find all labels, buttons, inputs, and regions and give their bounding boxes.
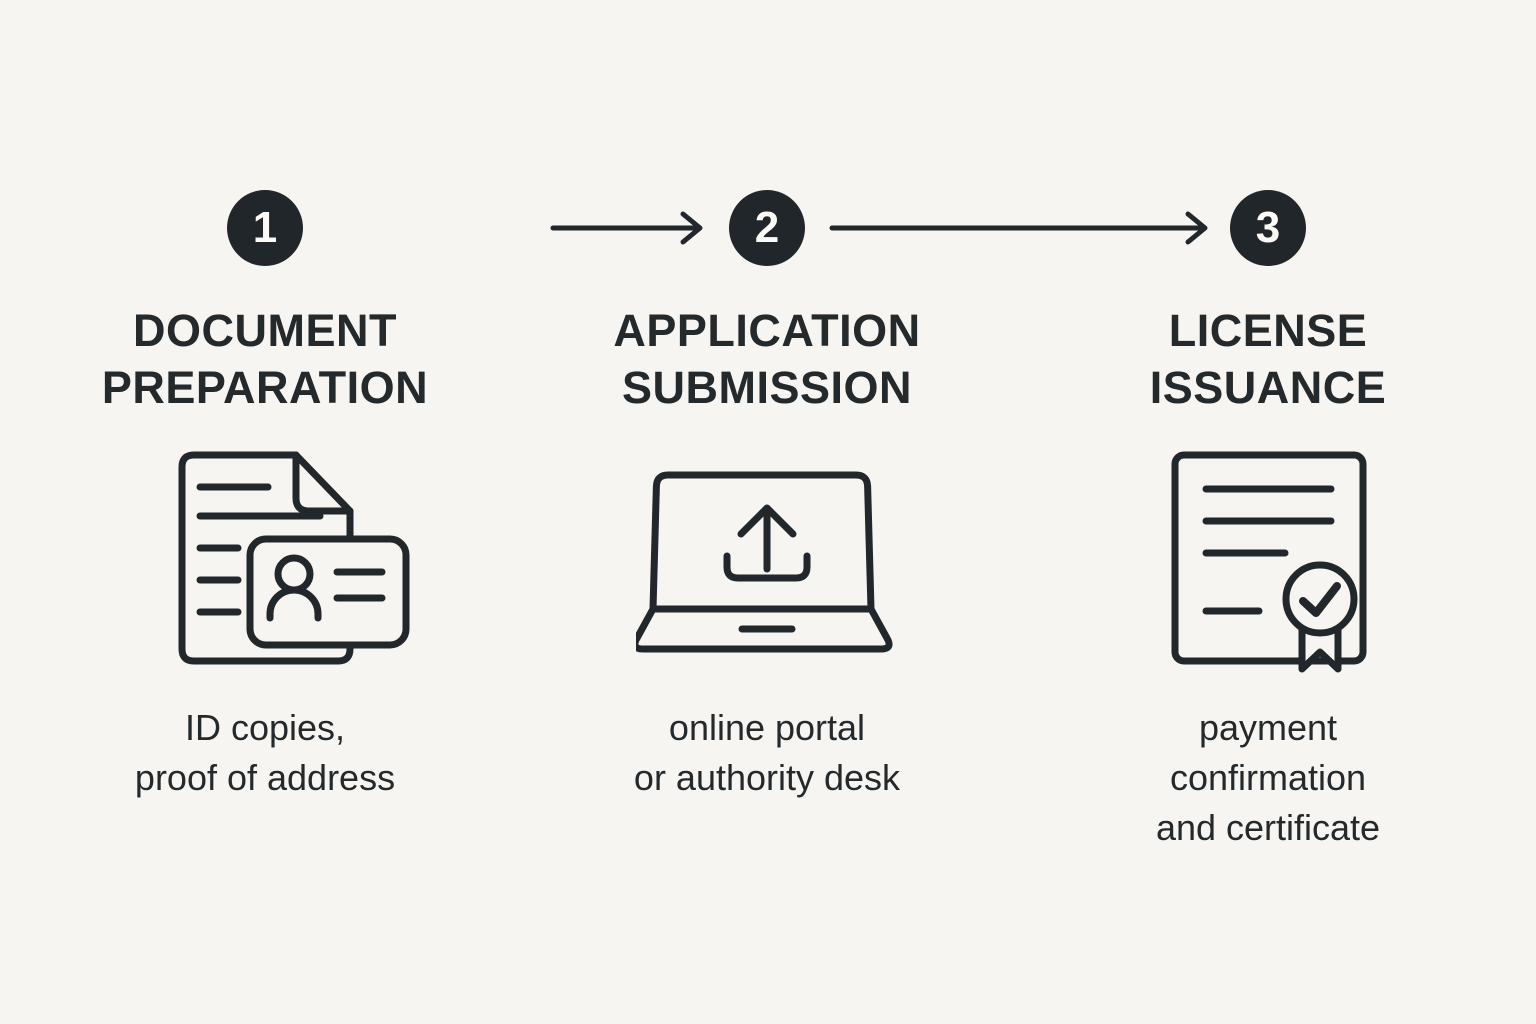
step-3-number-badge: 3 <box>1230 190 1306 266</box>
arrow-step1-to-step2 <box>550 211 703 245</box>
certificate-seal-icon <box>1171 451 1371 680</box>
step-2-title: APPLICATION SUBMISSION <box>613 305 921 413</box>
step-1-title: DOCUMENT PREPARATION <box>101 305 429 413</box>
laptop-upload-icon <box>631 471 900 658</box>
document-id-card-icon <box>170 451 410 670</box>
step-3-caption: payment confirmation and certificate <box>1155 707 1381 848</box>
step-3-number: 3 <box>1255 203 1281 252</box>
step-2-caption: online portal or authority desk <box>633 707 901 798</box>
step-2-number: 2 <box>754 203 780 252</box>
arrow-step2-to-step3 <box>829 211 1208 245</box>
step-1-number-badge: 1 <box>227 190 303 266</box>
step-1-caption: ID copies, proof of address <box>134 707 396 798</box>
step-2-number-badge: 2 <box>729 190 805 266</box>
step-3-title: LICENSE ISSUANCE <box>1149 305 1387 413</box>
step-1-number: 1 <box>252 203 278 252</box>
